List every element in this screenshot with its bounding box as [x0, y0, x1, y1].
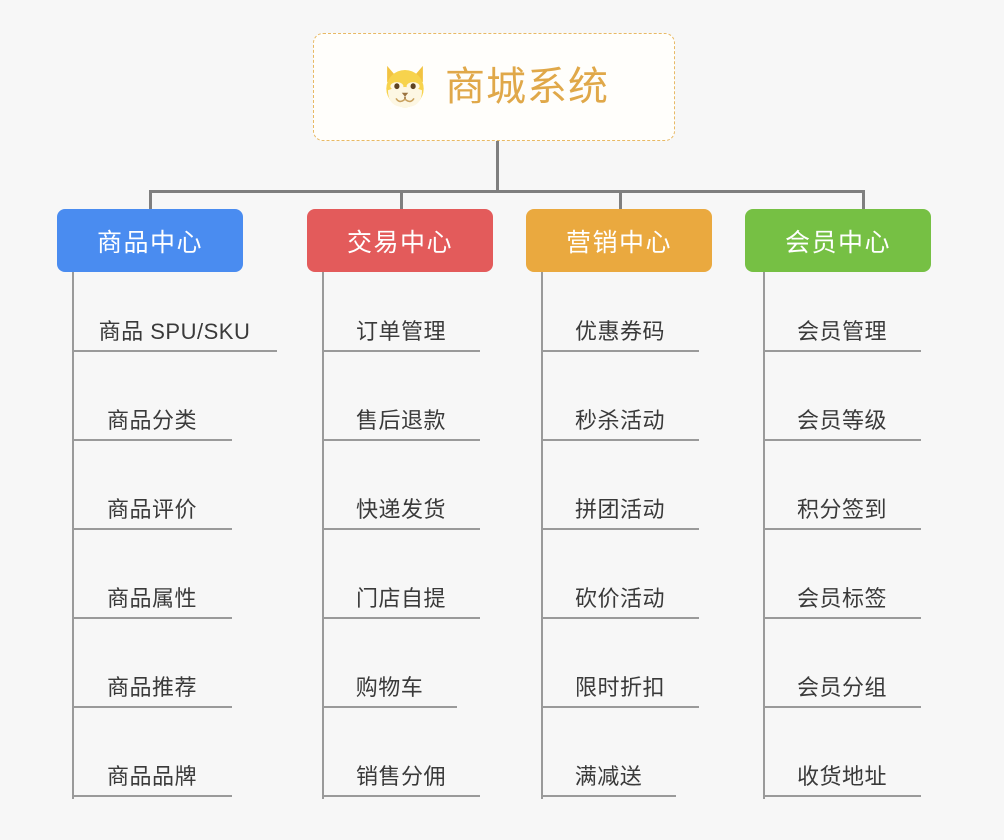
- leaf-label: 商品品牌: [106, 763, 197, 789]
- leaf-label: 秒杀活动: [574, 407, 665, 433]
- connector-drop-4: [862, 190, 865, 211]
- leaf-label: 会员等级: [796, 407, 887, 433]
- leaf-label: 商品评价: [106, 496, 197, 522]
- leaf-item[interactable]: 秒杀活动: [541, 352, 699, 441]
- root-title: 商城系统: [445, 65, 609, 109]
- leaf-label: 商品推荐: [106, 674, 197, 700]
- leaf-item[interactable]: 积分签到: [763, 441, 921, 530]
- leaf-item[interactable]: 销售分佣: [322, 708, 480, 797]
- category-label-2: 交易中心: [346, 228, 453, 257]
- leaf-label: 快递发货: [355, 496, 446, 522]
- leaf-label: 商品 SPU/SKU: [98, 318, 251, 344]
- shiba-dog-face-icon: [386, 65, 424, 109]
- leaf-item[interactable]: 砍价活动: [541, 530, 699, 619]
- leaf-item[interactable]: 商品推荐: [72, 619, 232, 708]
- leaf-item[interactable]: 会员等级: [763, 352, 921, 441]
- category-box-1[interactable]: 商品中心: [57, 209, 243, 272]
- leaf-item[interactable]: 商品 SPU/SKU: [72, 263, 277, 352]
- leaf-trunk-2: [322, 272, 324, 799]
- category-label-3: 营销中心: [565, 228, 672, 257]
- connector-drop-3: [619, 190, 622, 211]
- leaf-label: 门店自提: [355, 585, 446, 611]
- leaf-item[interactable]: 商品分类: [72, 352, 232, 441]
- leaf-item[interactable]: 商品评价: [72, 441, 232, 530]
- leaf-label: 商品分类: [106, 407, 197, 433]
- connector-bus: [150, 190, 864, 193]
- leaf-label: 订单管理: [355, 318, 446, 344]
- leaf-item[interactable]: 收货地址: [763, 708, 921, 797]
- leaf-item[interactable]: 拼团活动: [541, 441, 699, 530]
- leaf-item[interactable]: 商品品牌: [72, 708, 232, 797]
- leaf-trunk-3: [541, 272, 543, 799]
- leaf-label: 限时折扣: [574, 674, 665, 700]
- leaf-label: 会员标签: [796, 585, 887, 611]
- leaf-item[interactable]: 会员管理: [763, 263, 921, 352]
- category-box-4[interactable]: 会员中心: [745, 209, 931, 272]
- leaf-label: 积分签到: [796, 496, 887, 522]
- leaf-label: 会员分组: [796, 674, 887, 700]
- connector-root-stem: [496, 141, 499, 192]
- leaf-trunk-4: [763, 272, 765, 799]
- leaf-label: 售后退款: [355, 407, 446, 433]
- category-box-3[interactable]: 营销中心: [526, 209, 712, 272]
- category-label-4: 会员中心: [784, 228, 891, 257]
- leaf-item[interactable]: 门店自提: [322, 530, 480, 619]
- root-node[interactable]: 商城系统: [313, 33, 675, 141]
- leaf-item[interactable]: 优惠券码: [541, 263, 699, 352]
- connector-drop-2: [400, 190, 403, 211]
- leaf-item[interactable]: 满减送: [541, 708, 676, 797]
- leaf-label: 优惠券码: [574, 318, 665, 344]
- leaf-item[interactable]: 售后退款: [322, 352, 480, 441]
- leaf-label: 销售分佣: [355, 763, 446, 789]
- leaf-label: 商品属性: [106, 585, 197, 611]
- leaf-item[interactable]: 限时折扣: [541, 619, 699, 708]
- leaf-item[interactable]: 快递发货: [322, 441, 480, 530]
- connector-drop-1: [149, 190, 152, 211]
- leaf-label: 收货地址: [796, 763, 887, 789]
- leaf-item[interactable]: 订单管理: [322, 263, 480, 352]
- leaf-item[interactable]: 会员标签: [763, 530, 921, 619]
- leaf-label: 拼团活动: [574, 496, 665, 522]
- leaf-label: 会员管理: [796, 318, 887, 344]
- leaf-label: 购物车: [355, 674, 424, 700]
- leaf-item[interactable]: 购物车: [322, 619, 457, 708]
- leaf-label: 砍价活动: [574, 585, 665, 611]
- leaf-item[interactable]: 会员分组: [763, 619, 921, 708]
- leaf-item[interactable]: 商品属性: [72, 530, 232, 619]
- category-label-1: 商品中心: [96, 228, 203, 257]
- leaf-trunk-1: [72, 272, 74, 799]
- leaf-label: 满减送: [574, 763, 643, 789]
- category-box-2[interactable]: 交易中心: [307, 209, 493, 272]
